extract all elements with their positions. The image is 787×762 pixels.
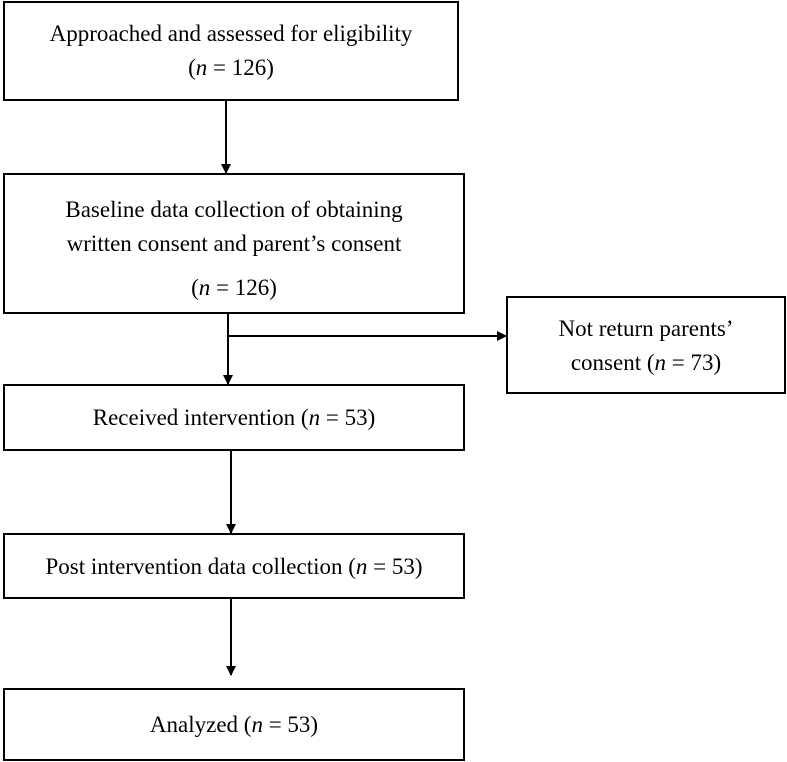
approached-label: Approached and assessed for eligibility — [49, 21, 413, 46]
baseline-count: (n = 126) — [191, 275, 277, 300]
approached-count: (n = 126) — [188, 55, 274, 80]
post-intervention-label: Post intervention data collection (n = 5… — [45, 554, 423, 579]
baseline-label-line2: written consent and parent’s consent — [66, 231, 402, 256]
post-intervention-box: Post intervention data collection (n = 5… — [3, 533, 465, 599]
baseline-box: Baseline data collection of obtaining wr… — [3, 173, 465, 314]
not-return-consent-box: Not return parents’ consent (n = 73) — [506, 296, 786, 394]
not-return-label: Not return parents’ — [558, 316, 734, 341]
analyzed-label: Analyzed (n = 53) — [149, 712, 319, 737]
received-intervention-box: Received intervention (n = 53) — [3, 384, 465, 451]
approached-box: Approached and assessed for eligibility … — [3, 1, 459, 101]
analyzed-box: Analyzed (n = 53) — [3, 688, 465, 761]
received-intervention-label: Received intervention (n = 53) — [92, 405, 376, 430]
not-return-count: consent (n = 73) — [570, 350, 722, 375]
baseline-label-line1: Baseline data collection of obtaining — [65, 197, 403, 222]
